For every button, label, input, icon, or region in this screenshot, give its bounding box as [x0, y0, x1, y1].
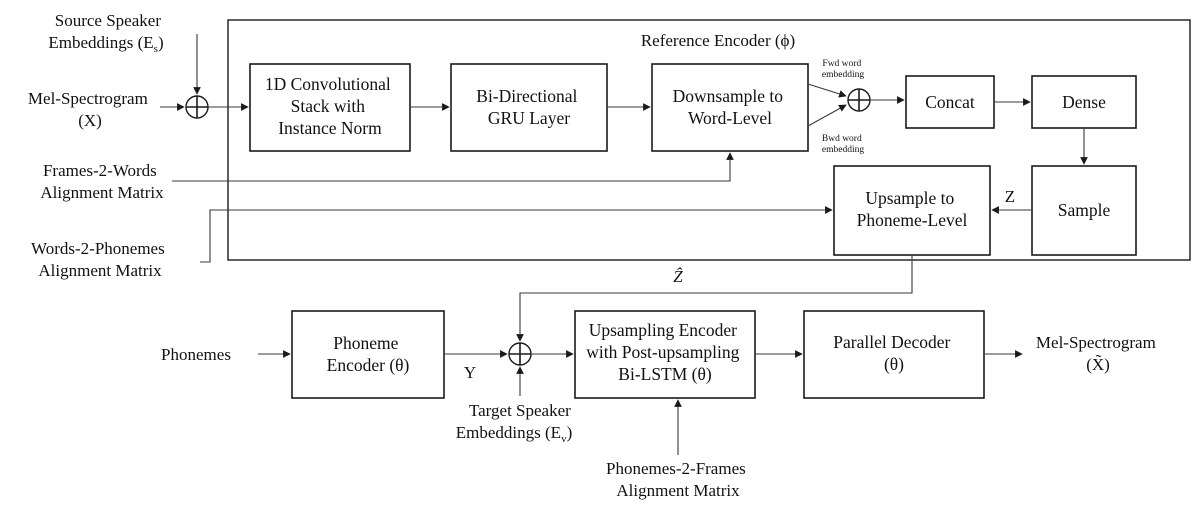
- svg-text:Upsample to Phoneme-Leve: Upsample to Phoneme-Level: [857, 188, 968, 230]
- y-label: Y: [464, 363, 476, 382]
- arrow-bwd-embedding: [807, 104, 847, 127]
- phoneme-encoder-block: Phoneme Encoder (θ): [291, 310, 445, 399]
- svg-text:Dense: Dense: [1062, 92, 1106, 112]
- bwd-word-embedding-label: Bwd word embedding: [822, 134, 864, 155]
- svg-text:Phoneme Encoder (θ): Phoneme Encoder (θ): [327, 333, 410, 375]
- mel-spectrogram-output-label: Mel-Spectrogram (X̃): [1036, 333, 1160, 374]
- svg-text:Bi-Directional GRU Layer: Bi-Directional GRU Layer: [476, 86, 581, 128]
- svg-text:Parallel Decoder (θ): Parallel Decoder (θ): [833, 332, 954, 374]
- target-speaker-embeddings-label: Target Speaker Embeddings (Ev): [456, 401, 575, 445]
- svg-text:Downsample to Word-Level: Downsample to Word-Level: [673, 86, 788, 128]
- downsample-block: Downsample to Word-Level: [651, 63, 809, 152]
- svg-text:Sample: Sample: [1058, 200, 1111, 220]
- fwd-word-embedding-label: Fwd word embedding: [822, 59, 864, 80]
- sum-node-word-embeddings: [847, 88, 871, 112]
- arrow-fwd-embedding: [807, 83, 847, 98]
- bi-gru-block: Bi-Directional GRU Layer: [450, 63, 608, 152]
- sample-block: Sample: [1031, 165, 1137, 256]
- conv-stack-block: 1D Convolutional Stack with Instance Nor…: [249, 63, 411, 152]
- arrow-zhat-to-sum: [516, 255, 913, 342]
- concat-block: Concat: [905, 75, 995, 129]
- parallel-decoder-block: Parallel Decoder (θ): [803, 310, 985, 399]
- svg-text:1D Convolutional Stack w: 1D Convolutional Stack with Instance Nor…: [265, 74, 395, 138]
- reference-encoder-frame: [227, 19, 1191, 261]
- arrow-frames-to-words-to-downsample: [172, 152, 734, 182]
- upsampling-encoder-block: Upsampling Encoder with Post-upsampling …: [574, 310, 756, 399]
- upsample-phoneme-block: Upsample to Phoneme-Level: [833, 165, 991, 256]
- z-label: Z: [1005, 187, 1015, 206]
- svg-text:Upsampling Encoder with: Upsampling Encoder with Post-upsampling …: [586, 320, 744, 384]
- sum-node-input: [185, 95, 209, 119]
- z-hat-label: Ẑ: [673, 267, 683, 286]
- source-speaker-embeddings-label: Source Speaker Embeddings (Es): [48, 11, 165, 55]
- mel-spectrogram-input-label: Mel-Spectrogram (X): [28, 89, 152, 130]
- svg-text:Concat: Concat: [925, 92, 975, 112]
- words-to-phonemes-label: Words-2-Phonemes Alignment Matrix: [31, 239, 169, 280]
- dense-block: Dense: [1031, 75, 1137, 129]
- reference-encoder-title: Reference Encoder (ϕ): [641, 31, 795, 50]
- phonemes-input-label: Phonemes: [161, 345, 231, 364]
- frames-to-words-label: Frames-2-Words Alignment Matrix: [40, 161, 164, 202]
- phonemes-to-frames-label: Phonemes-2-Frames Alignment Matrix: [606, 459, 750, 500]
- arrow-words-to-phonemes-to-upsample: [200, 206, 833, 263]
- sum-node-decoder-input: [508, 342, 532, 366]
